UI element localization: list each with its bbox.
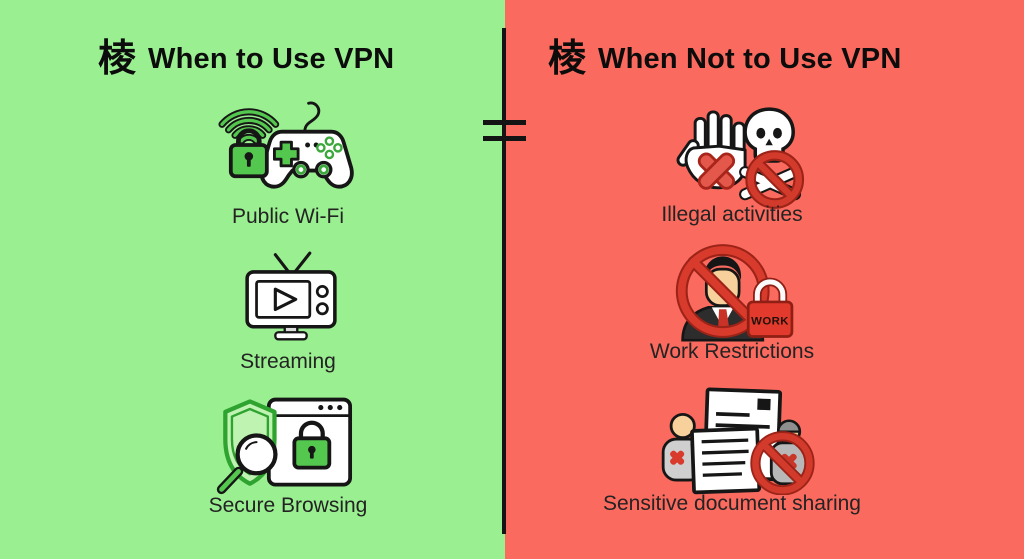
- divider-equals-mark-top: [483, 120, 526, 125]
- center-divider-line: [502, 28, 506, 534]
- divider-equals-mark-bottom: [483, 136, 526, 141]
- left-header: 棱 When to Use VPN: [98, 40, 394, 78]
- public-wifi-gamepad-icon: [206, 90, 358, 204]
- work-lock-text: WORK: [751, 316, 789, 328]
- right-header-glyph: 棱: [548, 38, 587, 80]
- right-header: 棱 When Not to Use VPN: [548, 40, 902, 78]
- left-header-title: When to Use VPN: [148, 42, 395, 75]
- streaming-tv-icon: [236, 250, 346, 349]
- illegal-activities-icon: [660, 98, 808, 216]
- right-header-title: When Not to Use VPN: [598, 42, 902, 75]
- work-restrictions-icon: WORK: [657, 240, 803, 347]
- illegal-activities-label: Illegal activities: [661, 203, 803, 226]
- secure-browsing-shield-icon: [212, 392, 354, 501]
- sensitive-document-sharing-label: Sensitive document sharing: [603, 492, 861, 515]
- secure-browsing-label: Secure Browsing: [208, 494, 368, 517]
- public-wifi-label: Public Wi-Fi: [231, 205, 344, 228]
- streaming-label: Streaming: [240, 350, 336, 373]
- left-header-glyph: 棱: [98, 38, 137, 80]
- sensitive-document-sharing-icon: [650, 385, 818, 500]
- work-restrictions-label: Work Restrictions: [649, 340, 815, 363]
